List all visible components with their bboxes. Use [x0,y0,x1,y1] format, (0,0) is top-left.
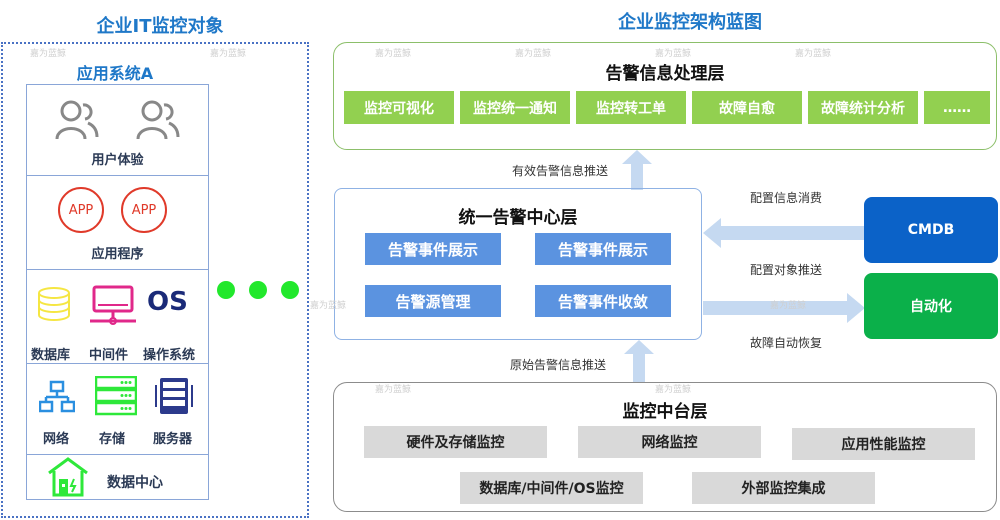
processing-item: 监控可视化 [344,91,454,124]
section-label: 数据中心 [107,475,163,491]
alert-center-item: 告警事件展示 [365,233,501,265]
section-datacenter: 数据中心 [27,455,208,501]
section-label: 用户体验 [91,153,144,168]
layer-title: 监控中台层 [622,402,708,422]
app-icon: APP [121,187,167,233]
section-label: 操作系统 [143,348,196,363]
users-icon [55,100,99,140]
processing-item: 故障自愈 [692,91,802,124]
layer-title: 告警信息处理层 [605,64,725,84]
section-label: 网络 [43,432,70,447]
monitoring-item: 硬件及存储监控 [364,426,547,458]
arrow-label: 配置对象推送 [750,263,823,277]
storage-icon [95,376,137,416]
arrow-label: 配置信息消费 [750,191,823,205]
os-icon: OS [147,287,188,317]
arrow-label: 原始告警信息推送 [510,358,607,372]
monitoring-middle-platform-layer: 监控中台层 硬件及存储监控 网络监控 应用性能监控 数据库/中间件/OS监控 外… [333,382,997,512]
layer-title: 统一告警中心层 [458,208,578,228]
monitoring-item: 网络监控 [578,426,761,458]
section-label: 应用程序 [91,247,144,262]
left-panel-title: 企业IT监控对象 [96,16,224,37]
alert-center-item: 告警源管理 [365,285,501,317]
arrow-label: 故障自动恢复 [750,336,823,350]
server-icon [155,378,193,414]
automation-box: 自动化 [864,273,998,339]
section-user-experience: 用户体验 [27,85,208,176]
cmdb-box: CMDB [864,197,998,263]
processing-item: 监控统一通知 [460,91,570,124]
section-software: OS 数据库 中间件 操作系统 [27,270,208,364]
section-infrastructure: 网络 存储 服务器 [27,364,208,455]
ellipsis-dot [281,281,299,299]
alert-center-item: 告警事件收敛 [535,285,671,317]
arrow-right-icon [703,293,865,323]
app-icon: APP [58,187,104,233]
alert-processing-layer: 告警信息处理层 监控可视化 监控统一通知 监控转工单 故障自愈 故障统计分析 …… [333,42,997,150]
arrow-up-icon [622,150,652,190]
users-icon [136,100,180,140]
monitoring-item: 数据库/中间件/OS监控 [460,472,643,504]
it-objects-container [1,42,309,518]
section-label: 存储 [99,432,126,447]
section-applications: APP APP 应用程序 [27,176,208,270]
monitoring-item: 应用性能监控 [792,428,975,460]
processing-item: …… [924,91,990,124]
section-label: 服务器 [153,432,193,447]
section-label: 中间件 [89,348,129,363]
network-icon [39,380,75,413]
ellipsis-dot [217,281,235,299]
database-icon [38,287,70,321]
monitoring-item: 外部监控集成 [692,472,875,504]
processing-item: 故障统计分析 [808,91,918,124]
ellipsis-dot [249,281,267,299]
app-system-title: 应用系统A [76,64,154,83]
alert-center-item: 告警事件展示 [535,233,671,265]
processing-item: 监控转工单 [576,91,686,124]
right-panel-title: 企业监控架构蓝图 [618,12,762,33]
app-system-box: 用户体验 APP APP 应用程序 OS 数据库 中间件 操作系统 [26,84,209,500]
middleware-icon [90,285,136,325]
datacenter-icon [48,457,88,497]
arrow-label: 有效告警信息推送 [512,164,609,178]
unified-alert-center-layer: 统一告警中心层 告警事件展示 告警事件展示 告警源管理 告警事件收敛 [334,188,702,340]
arrow-up-icon [624,340,654,382]
section-label: 数据库 [31,348,71,363]
arrow-left-icon [703,218,865,248]
